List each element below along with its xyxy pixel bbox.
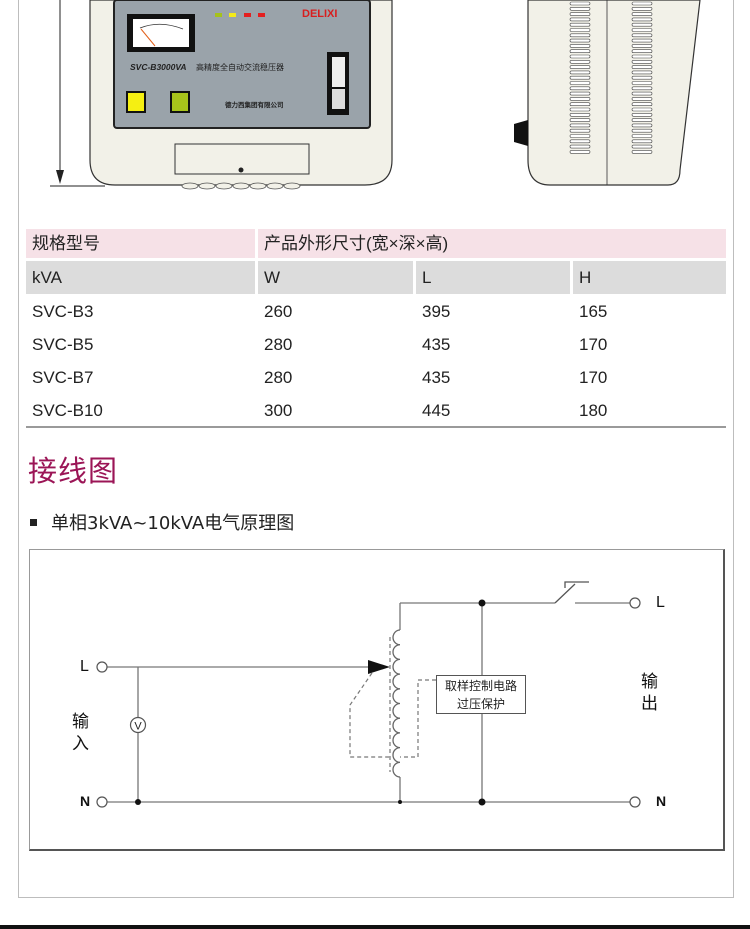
output-l-label: L xyxy=(656,594,665,611)
subheader-l: L xyxy=(416,261,570,294)
product-illustration: DELIXI SVC-B3000VA 高精度全自动交流稳压器 德力西集团有限公司 xyxy=(50,0,701,190)
input-label-char: 输 xyxy=(72,712,89,732)
control-box-line: 取样控制电路 xyxy=(444,679,517,693)
subtitle-text: 单相3kVA~10kVA电气原理图 xyxy=(51,513,295,534)
cell-w: 280 xyxy=(264,335,293,354)
input-n-label: N xyxy=(80,793,91,809)
cell-l: 395 xyxy=(422,302,451,321)
table-bottom-rule xyxy=(26,426,726,428)
output-label-char: 出 xyxy=(641,694,658,714)
input-label-char: 入 xyxy=(72,734,89,754)
sampling-control-box: 取样控制电路 过压保护 xyxy=(436,675,526,714)
vent-slots xyxy=(569,1,653,154)
bullet-icon xyxy=(30,518,37,526)
control-box-line: 过压保护 xyxy=(456,697,505,711)
subheader-kva: kVA xyxy=(26,261,255,294)
cell-model: SVC-B3 xyxy=(32,302,94,321)
cell-l: 435 xyxy=(422,335,451,354)
front-view xyxy=(89,0,393,190)
brand-logo: DELIXI xyxy=(302,8,337,20)
output-n-label: N xyxy=(656,793,667,809)
cell-w: 300 xyxy=(264,401,293,420)
cell-h: 170 xyxy=(579,368,608,387)
diagram-subtitle: 单相3kVA~10kVA电气原理图 xyxy=(30,509,294,535)
cell-w: 280 xyxy=(264,368,293,387)
circuit-diagram-box xyxy=(29,549,725,851)
header-model: 规格型号 xyxy=(26,229,255,258)
page-frame xyxy=(18,0,734,898)
cell-h: 180 xyxy=(579,401,608,420)
subheader-h: H xyxy=(573,261,726,294)
cell-l: 435 xyxy=(422,368,451,387)
cell-h: 170 xyxy=(579,335,608,354)
dimension-arrow xyxy=(50,0,105,187)
header-dimensions: 产品外形尺寸(宽×深×高) xyxy=(258,229,726,258)
output-label: 输出 xyxy=(641,671,661,715)
side-view xyxy=(514,0,701,186)
cell-model: SVC-B5 xyxy=(32,335,94,354)
bottom-divider xyxy=(0,925,750,929)
cell-model: SVC-B7 xyxy=(32,368,94,387)
output-label-char: 输 xyxy=(641,672,658,692)
subheader-w: W xyxy=(258,261,413,294)
input-l-label: L xyxy=(80,658,89,675)
company-name: 德力西集团有限公司 xyxy=(225,100,284,109)
model-label: SVC-B3000VA xyxy=(130,62,187,72)
cell-model: SVC-B10 xyxy=(32,401,103,420)
cell-h: 165 xyxy=(579,302,608,321)
cell-l: 445 xyxy=(422,401,451,420)
input-label: 输入 xyxy=(72,711,92,755)
product-name: 高精度全自动交流稳压器 xyxy=(196,62,284,72)
section-title: 接线图 xyxy=(28,454,119,488)
cell-w: 260 xyxy=(264,302,293,321)
